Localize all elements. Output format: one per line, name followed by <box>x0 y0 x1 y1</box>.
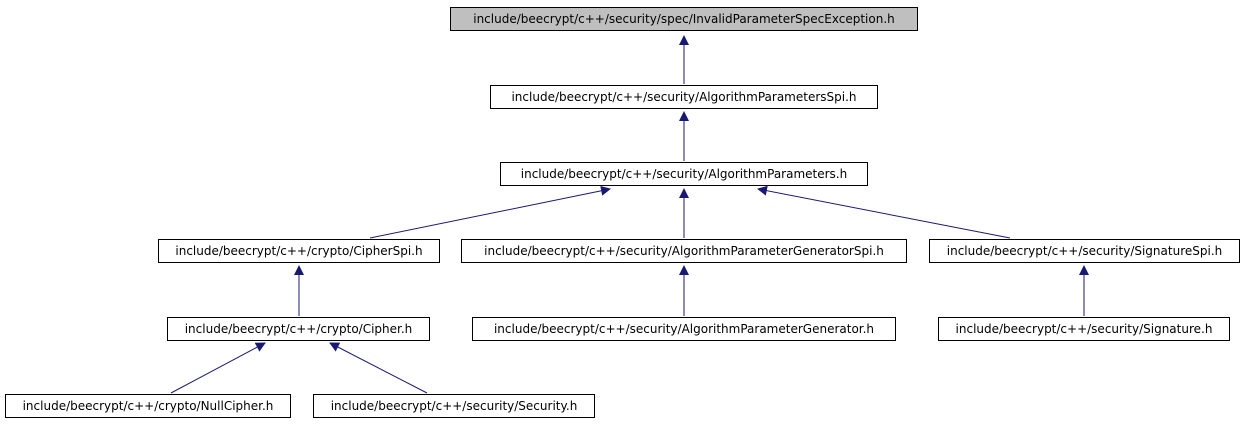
edge-signature-spi-to-parameters <box>757 185 1011 239</box>
edge-null-cipher-to-cipher <box>170 342 266 394</box>
node-null-cipher[interactable]: include/beecrypt/c++/crypto/NullCipher.h <box>5 394 291 418</box>
node-security[interactable]: include/beecrypt/c++/security/Security.h <box>313 394 595 418</box>
edge-security-to-cipher <box>329 342 428 394</box>
node-cipher-spi[interactable]: include/beecrypt/c++/crypto/CipherSpi.h <box>158 239 440 263</box>
node-cipher[interactable]: include/beecrypt/c++/crypto/Cipher.h <box>167 317 430 341</box>
edge-cipher-spi-to-parameters <box>369 185 611 239</box>
node-algorithm-parameters-spi[interactable]: include/beecrypt/c++/security/AlgorithmP… <box>490 85 878 109</box>
node-signature[interactable]: include/beecrypt/c++/security/Signature.… <box>938 317 1230 341</box>
node-signature-spi[interactable]: include/beecrypt/c++/security/SignatureS… <box>929 239 1240 263</box>
node-algorithm-parameter-generator-spi[interactable]: include/beecrypt/c++/security/AlgorithmP… <box>461 239 907 263</box>
node-algorithm-parameters[interactable]: include/beecrypt/c++/security/AlgorithmP… <box>500 162 868 186</box>
node-invalid-parameter-spec-exception: include/beecrypt/c++/security/spec/Inval… <box>450 7 918 31</box>
node-algorithm-parameter-generator[interactable]: include/beecrypt/c++/security/AlgorithmP… <box>472 317 896 341</box>
